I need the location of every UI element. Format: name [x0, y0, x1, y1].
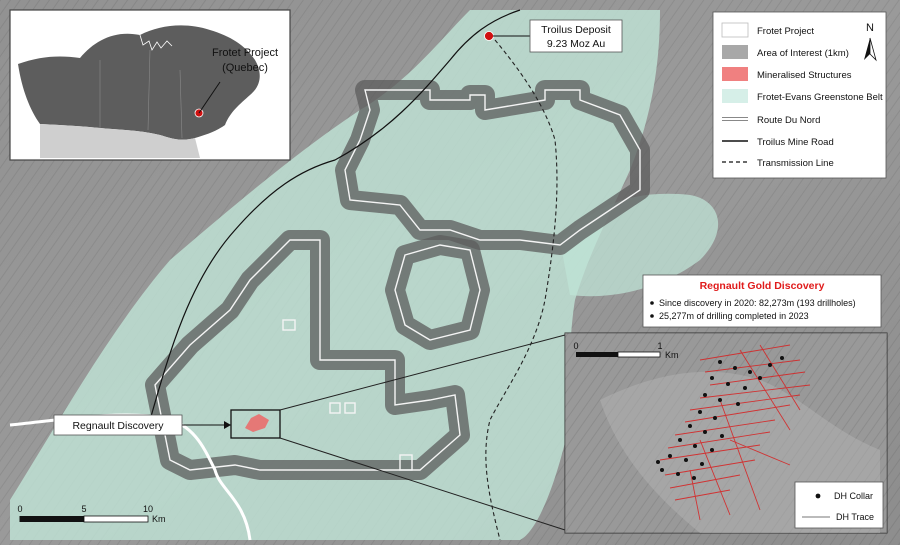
- main-scale-tick-10: 10: [143, 504, 153, 514]
- north-label: N: [866, 22, 874, 34]
- legend-label-mineralised: Mineralised Structures: [757, 70, 852, 81]
- troilus-name: Troilus Deposit: [541, 24, 611, 36]
- drilling-detail-inset: 0 1 Km DH Collar DH Trace: [564, 332, 888, 534]
- troilus-mine-road: [149, 9, 521, 421]
- detail-scale-bar: 0 1 Km: [573, 341, 678, 360]
- legend-label-route-du-nord: Route Du Nord: [757, 115, 820, 126]
- info-box-bullet-1: Since discovery in 2020: 82,273m (193 dr…: [659, 298, 856, 308]
- regnault-extent-box: [230, 334, 566, 531]
- drill-collars: [656, 356, 784, 480]
- inset-label-project: Frotet Project: [212, 47, 278, 59]
- inset-label-province: (Quebec): [222, 62, 268, 74]
- detail-scale-unit: Km: [665, 350, 679, 360]
- north-arrow-icon: [864, 37, 877, 62]
- legend-label-aoi: Area of Interest (1km): [757, 48, 849, 59]
- detail-scale-tick-1: 1: [657, 341, 662, 351]
- collar-legend-icon: [815, 493, 821, 499]
- main-scale-bar: 0 5 10 Km: [17, 504, 165, 524]
- regnault-label: Regnault Discovery: [72, 420, 164, 432]
- detail-legend: DH Collar DH Trace: [794, 481, 884, 529]
- greenstone-belt: [10, 10, 660, 540]
- legend-label-frotet-project: Frotet Project: [757, 26, 814, 37]
- legend-swatch-frotet-project: [721, 22, 749, 38]
- troilus-resource: 9.23 Moz Au: [547, 38, 606, 50]
- legend-swatch-aoi: [722, 45, 748, 59]
- regnault-info-box: Regnault Gold Discovery Since discovery …: [642, 274, 882, 328]
- troilus-callout: Troilus Deposit 9.23 Moz Au: [529, 19, 623, 53]
- drill-traces: [659, 344, 811, 521]
- legend-swatch-mineralised: [722, 67, 748, 81]
- main-scale-tick-5: 5: [81, 504, 86, 514]
- main-scale-unit: Km: [152, 514, 166, 524]
- map-legend: Frotet Project Area of Interest (1km) Mi…: [712, 11, 887, 179]
- detail-legend-trace: DH Trace: [836, 512, 874, 522]
- info-box-title: Regnault Gold Discovery: [700, 280, 825, 292]
- detail-legend-collar: DH Collar: [834, 491, 873, 501]
- detail-scale-tick-0: 0: [573, 341, 578, 351]
- regnault-callout: Regnault Discovery: [53, 414, 183, 436]
- usa-landmass: [40, 124, 200, 158]
- legend-label-greenstone: Frotet-Evans Greenstone Belt: [757, 92, 883, 103]
- troilus-deposit-marker: [484, 31, 494, 41]
- legend-swatch-greenstone: [722, 89, 748, 103]
- main-scale-tick-0: 0: [17, 504, 22, 514]
- inset-locator-map: Frotet Project (Quebec): [9, 9, 291, 161]
- info-box-bullet-2: 25,277m of drilling completed in 2023: [659, 311, 809, 321]
- legend-label-transmission: Transmission Line: [757, 158, 834, 169]
- legend-label-troilus-road: Troilus Mine Road: [757, 137, 834, 148]
- regnault-leader-arrow: [224, 421, 231, 429]
- frotet-project-outlines: [154, 89, 641, 471]
